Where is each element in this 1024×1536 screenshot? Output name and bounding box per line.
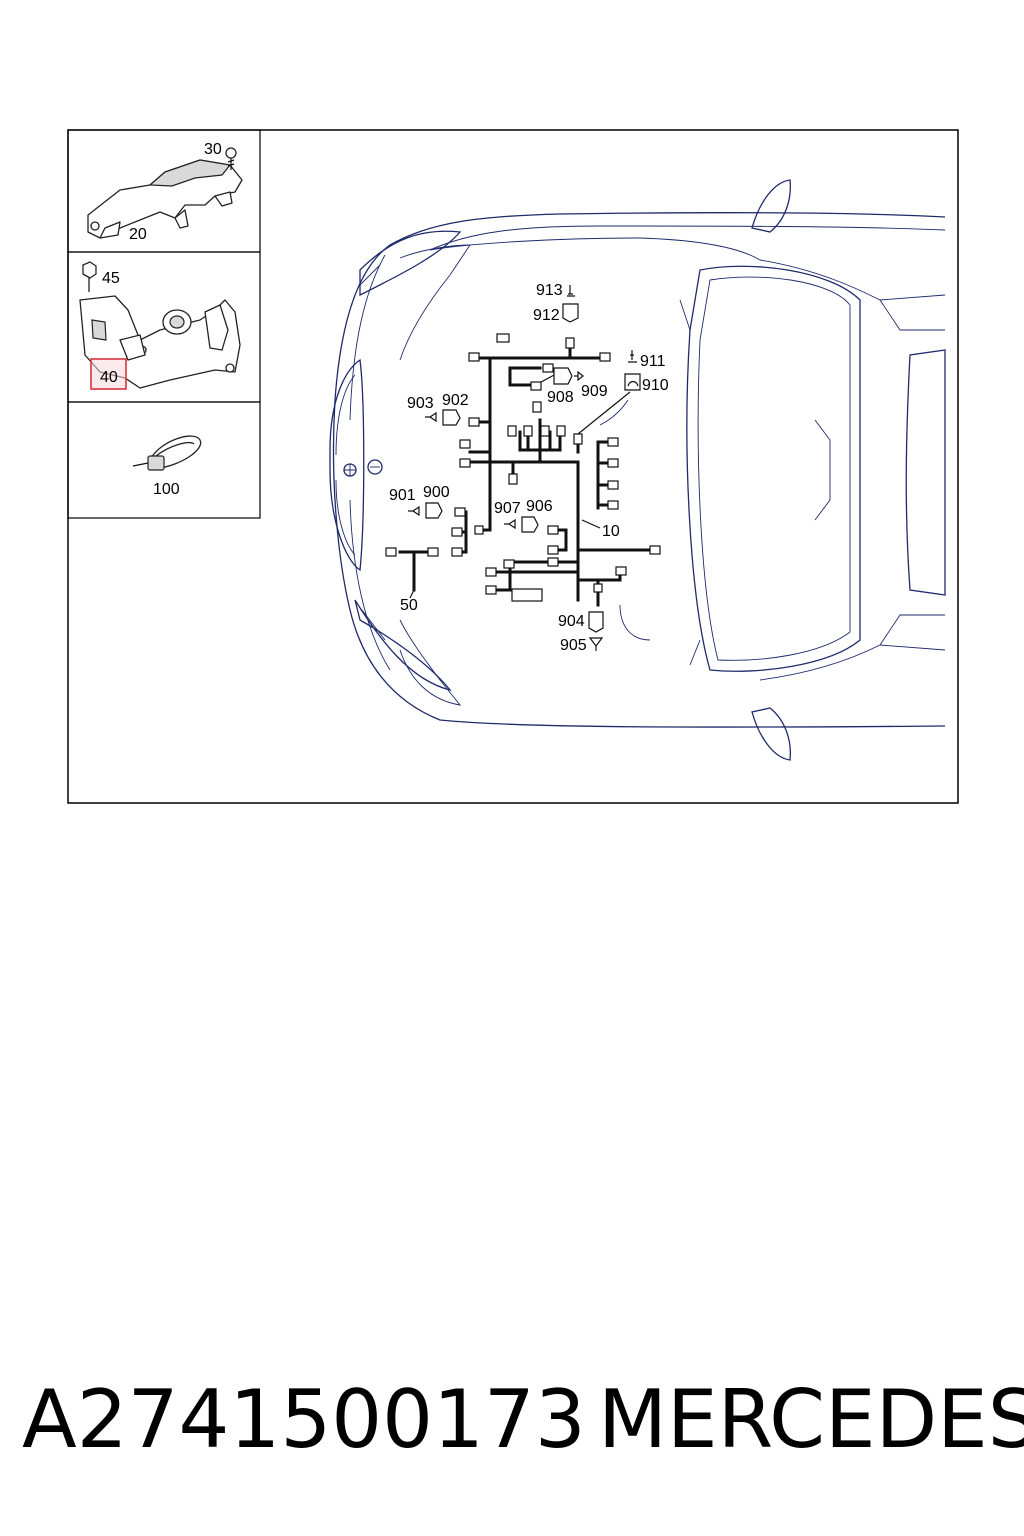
callout-30: 30 (204, 141, 222, 158)
connector-part-912[interactable] (562, 303, 579, 323)
callout-904: 904 (558, 613, 585, 630)
callout-100: 100 (153, 481, 180, 498)
callout-50: 50 (400, 597, 418, 614)
callout-40: 40 (100, 369, 118, 386)
callout-900: 900 (423, 484, 450, 501)
connector-part-904[interactable] (588, 611, 604, 633)
brand-name: MERCEDES (598, 1373, 1024, 1466)
callout-20: 20 (129, 226, 147, 243)
callout-912: 912 (533, 307, 560, 324)
bracket-part-20[interactable] (87, 159, 243, 239)
harness-connectors (385, 333, 661, 602)
wiring-harness-10[interactable] (398, 343, 657, 607)
terminal-part-907[interactable] (504, 518, 516, 530)
car-outline (329, 179, 946, 761)
callout-40-highlight-box (90, 358, 127, 390)
callout-906: 906 (526, 498, 553, 515)
nut-part-45[interactable] (82, 261, 97, 292)
connector-part-902[interactable] (442, 409, 461, 426)
parts-diagram: 30 20 45 40 100 (67, 129, 959, 804)
part-number: A2741500173 (22, 1373, 586, 1466)
callout-910: 910 (642, 377, 669, 394)
connector-part-908[interactable] (553, 367, 573, 385)
terminal-part-901[interactable] (408, 505, 420, 517)
connector-part-900[interactable] (425, 502, 443, 519)
terminal-part-913[interactable] (567, 285, 575, 297)
callout-913: 913 (536, 282, 563, 299)
callout-907: 907 (494, 500, 521, 517)
callout-10: 10 (602, 523, 620, 540)
callout-901: 901 (389, 487, 416, 504)
screw-part-30[interactable] (225, 147, 237, 170)
callout-905: 905 (560, 637, 587, 654)
terminal-part-903[interactable] (425, 411, 437, 423)
callout-911: 911 (640, 353, 666, 370)
connector-part-910[interactable] (624, 373, 641, 391)
callout-902: 902 (442, 392, 469, 409)
callout-45: 45 (102, 270, 120, 287)
terminal-part-911[interactable] (628, 350, 637, 363)
callout-908: 908 (547, 389, 574, 406)
terminal-part-909[interactable] (574, 370, 584, 382)
callout-903: 903 (407, 395, 434, 412)
terminal-part-905[interactable] (588, 637, 604, 651)
cable-tie-part-100[interactable] (132, 435, 202, 471)
inset-panel-cable-tie (67, 401, 261, 519)
footer: A2741500173 MERCEDES (0, 1370, 1024, 1480)
callout-909: 909 (581, 383, 608, 400)
connector-part-906[interactable] (521, 516, 539, 533)
